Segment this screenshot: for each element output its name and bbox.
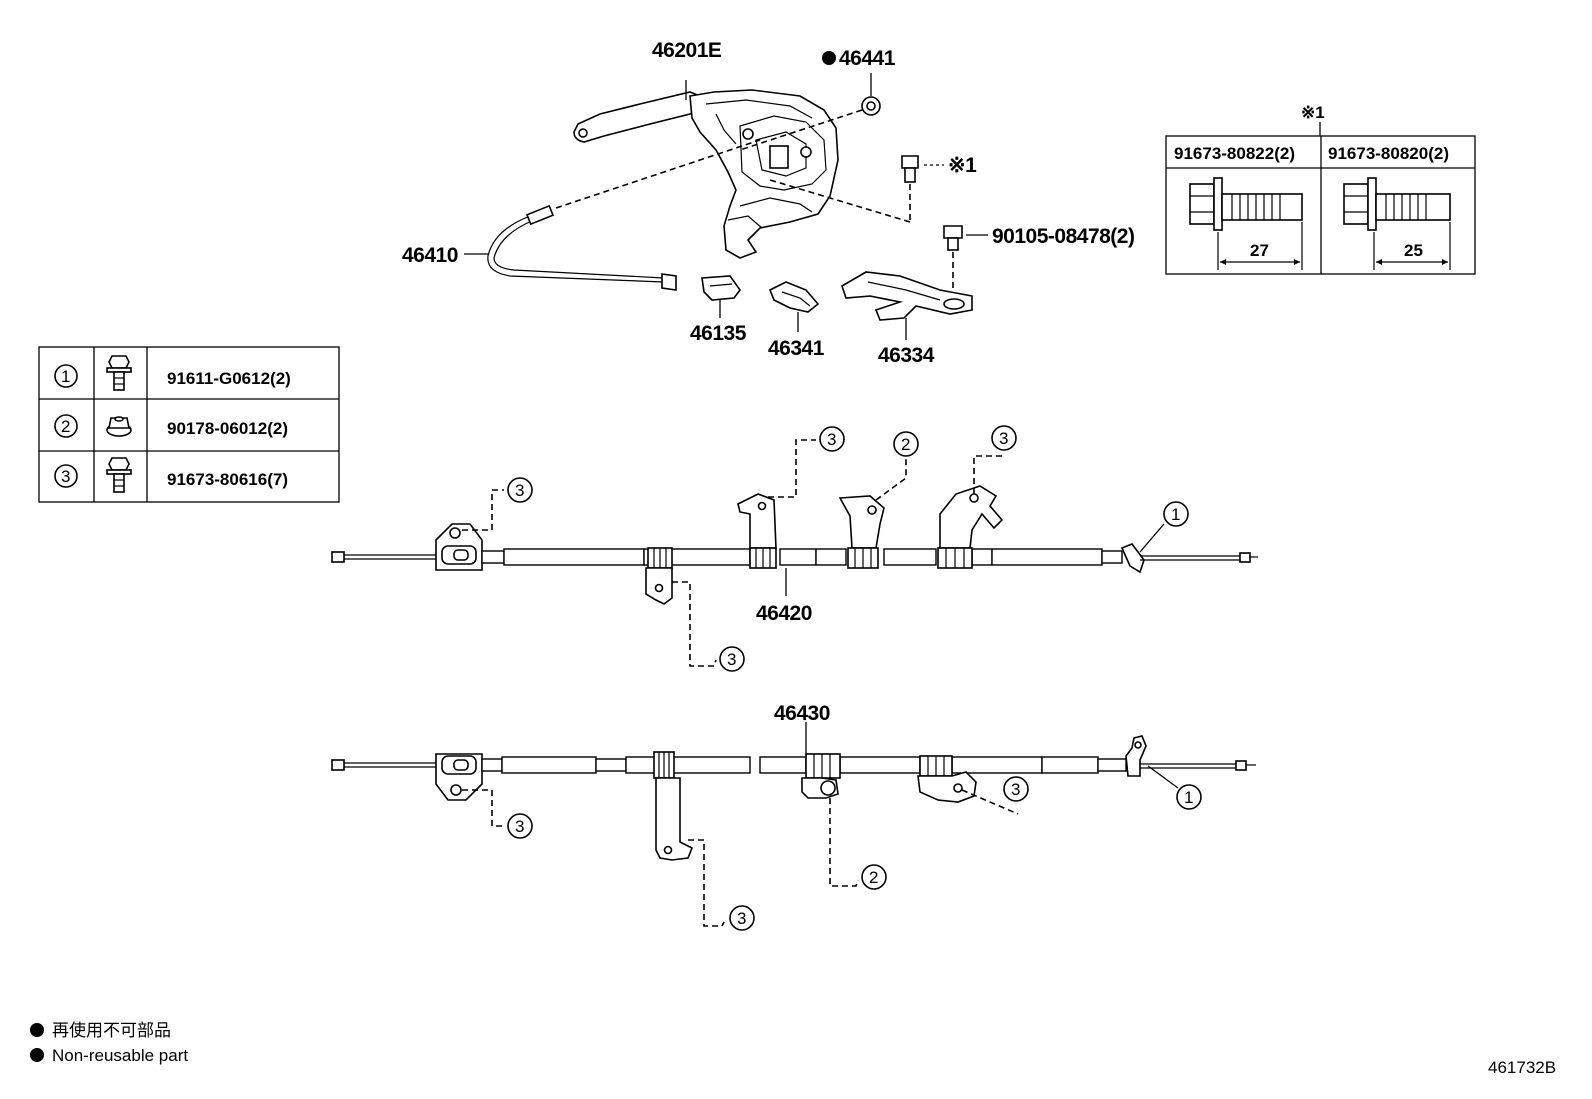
callout-number: 2 [901, 435, 910, 454]
asterisk-ref-label: ※1 [948, 154, 977, 177]
callout-46420-clamp-down: 3 [672, 581, 745, 672]
non-reusable-dot-icon [30, 1023, 44, 1037]
part-label-46341: 46341 [768, 337, 825, 360]
callout-number: 1 [1184, 788, 1193, 807]
fastener-table: 1 91611-G0612(2) 2 90178-06012(2) 3 [38, 346, 340, 503]
part-label-46441: 46441 [839, 47, 896, 70]
callout-46430-clamp-long: 3 [688, 839, 755, 931]
bolt-col1-part: 91673-80822(2) [1174, 144, 1295, 163]
fastener-row-1: 1 91611-G0612(2) [54, 355, 291, 391]
legend-english: Non-reusable part [52, 1046, 188, 1065]
clip-46135 [701, 275, 741, 318]
callout-number: 3 [515, 817, 524, 836]
part-label-90105: 90105-08478(2) [992, 225, 1134, 248]
non-reusable-dot-icon [822, 51, 836, 65]
fastener-row-num: 2 [61, 417, 70, 436]
callout-number: 3 [1011, 780, 1020, 799]
callout-number: 3 [999, 429, 1008, 448]
fastener-row-3: 3 91673-80616(7) [54, 457, 288, 493]
callout-number: 2 [869, 868, 878, 887]
bolt-length-27: 27 [1250, 241, 1269, 260]
short-bolt-icon [1343, 177, 1451, 270]
callout-number: 3 [515, 481, 524, 500]
callout-number: 3 [737, 909, 746, 928]
callout-46430-bracket-left: 3 [462, 789, 533, 839]
fastener-row-part: 90178-06012(2) [167, 419, 288, 438]
part-label-46135: 46135 [690, 322, 747, 345]
fastener-row-part: 91611-G0612(2) [167, 369, 291, 388]
callout-46430-bracket-right: 1 [1147, 765, 1202, 810]
callout-46420-clamp-up: 3 [768, 426, 845, 498]
clip-46341 [768, 281, 820, 332]
callout-46420-clamp-right: 3 [973, 425, 1017, 494]
part-label-46410: 46410 [402, 244, 458, 267]
flange-bolt-icon [106, 457, 132, 493]
bolt-length-table: ※1 91673-80822(2) 91673-80820(2) 27 [1165, 103, 1476, 275]
callout-46420-clamp-nut: 2 [875, 431, 919, 501]
diagram-id: 461732B [1488, 1058, 1556, 1077]
part-label-46430: 46430 [774, 702, 830, 725]
lever-mount-bolt [769, 155, 919, 223]
bracket-bolt [943, 225, 988, 296]
legend-japanese: 再使用不可部品 [52, 1020, 171, 1040]
fastener-row-part: 91673-80616(7) [167, 470, 288, 489]
part-label-46420: 46420 [756, 602, 812, 625]
callout-46420-grommet: 1 [1139, 501, 1189, 553]
flange-bolt-icon [106, 355, 132, 391]
callout-number: 1 [1171, 505, 1180, 524]
callout-46430-nut: 2 [829, 798, 887, 890]
rear-cable-46430 [331, 722, 1256, 861]
callout-46430-clamp-right: 3 [961, 776, 1029, 815]
flange-nut-icon [106, 416, 132, 437]
bolt-table-header: ※1 [1301, 103, 1325, 122]
fastener-row-num: 3 [61, 467, 70, 486]
bracket-46334 [841, 271, 973, 340]
bolt-length-25: 25 [1404, 241, 1423, 260]
long-bolt-icon [1189, 177, 1303, 270]
fastener-row-num: 1 [61, 367, 70, 386]
callout-46420-bracket-left: 3 [462, 477, 533, 531]
fastener-row-2: 2 90178-06012(2) [54, 414, 288, 438]
callout-number: 3 [827, 430, 836, 449]
grommet-46441 [861, 73, 881, 116]
bolt-col2-part: 91673-80820(2) [1328, 144, 1449, 163]
non-reusable-dot-icon [30, 1048, 44, 1062]
part-label-46334: 46334 [878, 344, 935, 367]
front-cable-46410 [464, 139, 761, 291]
rear-cable-46420 [331, 485, 1258, 605]
legend: 再使用不可部品 Non-reusable part [30, 1020, 188, 1065]
part-label-46201E: 46201E [652, 39, 722, 62]
brake-lever-assembly [573, 80, 839, 259]
callout-number: 3 [727, 650, 736, 669]
